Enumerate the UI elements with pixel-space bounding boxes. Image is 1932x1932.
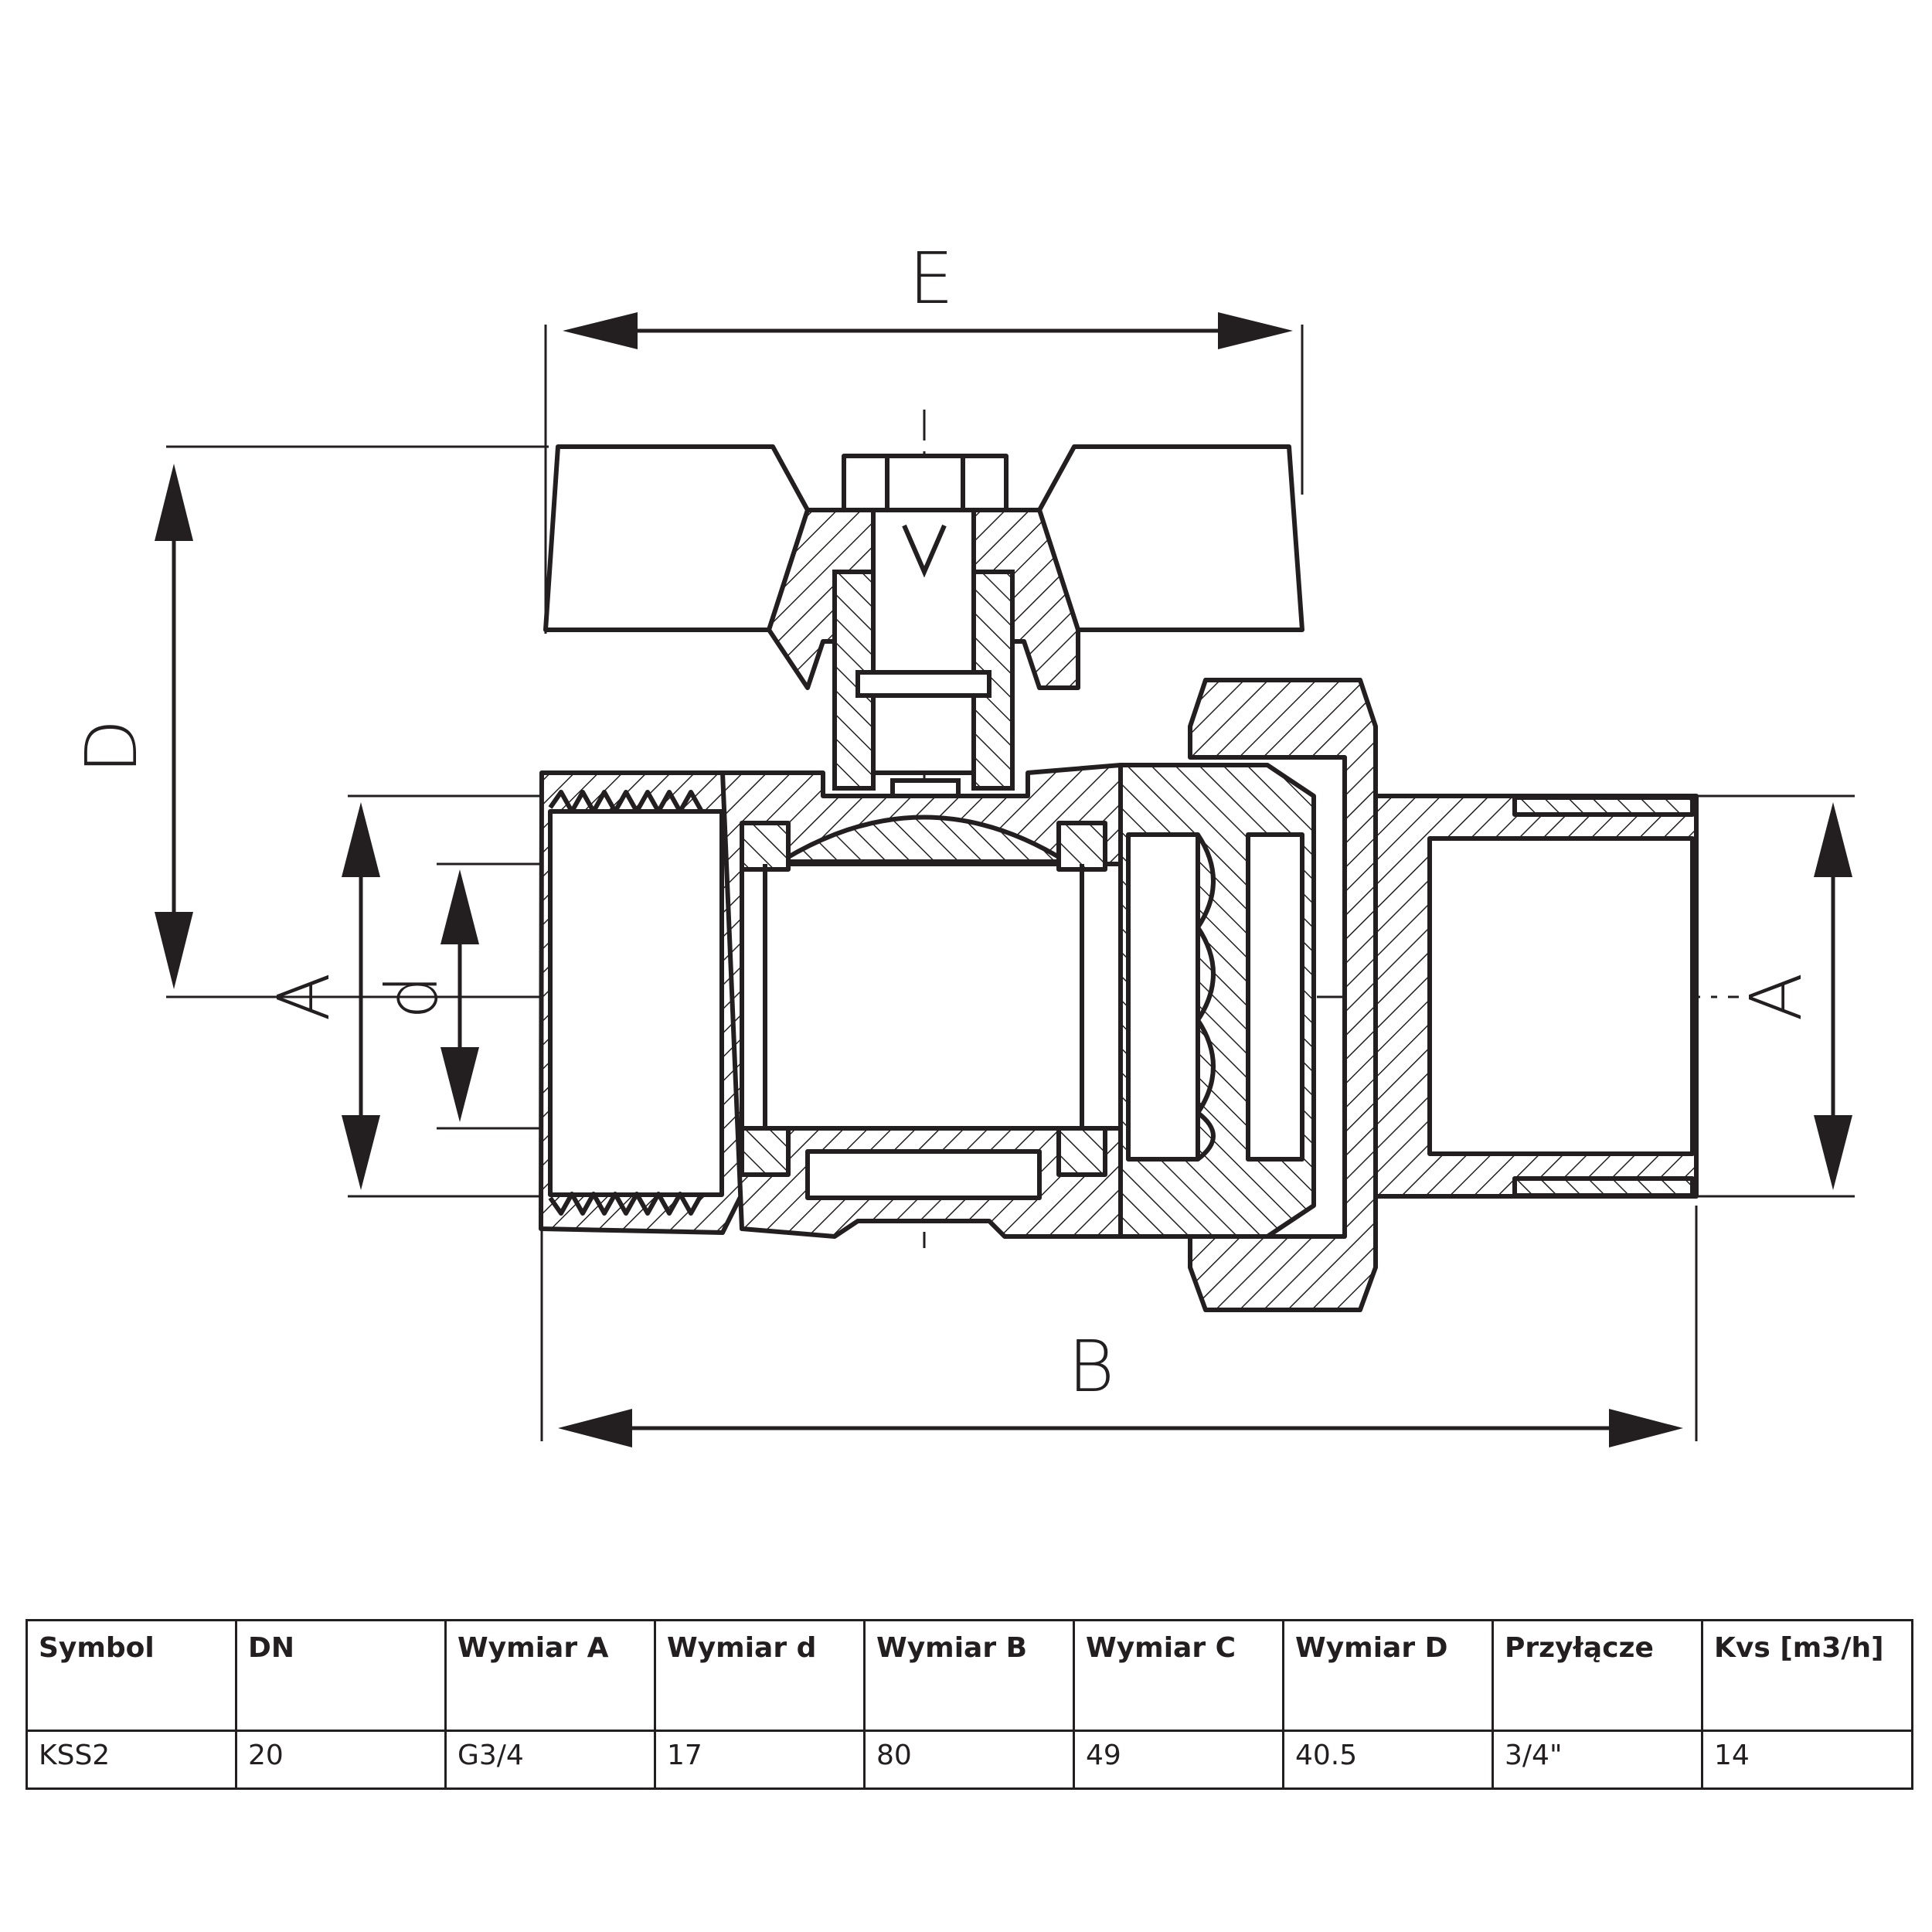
header-wymiar-d-small: Wymiar d <box>654 1619 866 1732</box>
cell-przylacze: 3/4" <box>1492 1730 1703 1790</box>
cell-wymiar-d-small: 17 <box>654 1730 866 1790</box>
header-przylacze: Przyłącze <box>1492 1619 1703 1732</box>
cell-wymiar-c: 49 <box>1073 1730 1284 1790</box>
dimension-d-lower-label: d <box>371 975 454 1019</box>
dimension-e-label: E <box>909 237 954 320</box>
header-wymiar-d: Wymiar D <box>1282 1619 1494 1732</box>
cell-wymiar-d: 40.5 <box>1282 1730 1494 1790</box>
cell-wymiar-a: G3/4 <box>444 1730 656 1790</box>
dimension-a-right <box>1696 794 1855 1198</box>
specification-table: Symbol DN Wymiar A Wymiar d Wymiar B Wym… <box>26 1619 1913 1790</box>
dimension-a-left-label: A <box>263 973 345 1022</box>
dimension-b <box>540 1206 1698 1447</box>
right-male-end <box>1373 794 1699 1199</box>
dimension-e <box>544 312 1304 634</box>
header-wymiar-a: Wymiar A <box>444 1619 656 1732</box>
dimension-d-height <box>155 445 549 998</box>
cell-symbol: KSS2 <box>26 1730 237 1790</box>
left-threaded-end <box>539 770 744 1235</box>
dimension-a-left <box>342 794 549 1198</box>
cell-wymiar-b: 80 <box>863 1730 1075 1790</box>
dimension-d-upper-label: D <box>70 719 153 774</box>
header-dn: DN <box>235 1619 447 1732</box>
table-row: KSS2 20 G3/4 17 80 49 40.5 3/4" 14 <box>26 1730 1913 1790</box>
header-wymiar-b: Wymiar B <box>863 1619 1075 1732</box>
valve-technical-drawing: E D A d A B <box>70 237 1855 1447</box>
table-header-row: Symbol DN Wymiar A Wymiar d Wymiar B Wym… <box>26 1619 1913 1732</box>
cell-dn: 20 <box>235 1730 447 1790</box>
union-nut <box>1118 678 1378 1312</box>
header-kvs: Kvs [m3/h] <box>1701 1619 1913 1732</box>
cell-kvs: 14 <box>1701 1730 1913 1790</box>
dimension-b-label: B <box>1068 1325 1114 1408</box>
header-wymiar-c: Wymiar C <box>1073 1619 1284 1732</box>
dimension-a-right-label: A <box>1735 973 1818 1022</box>
valve-body <box>720 763 1123 1239</box>
header-symbol: Symbol <box>26 1619 237 1732</box>
